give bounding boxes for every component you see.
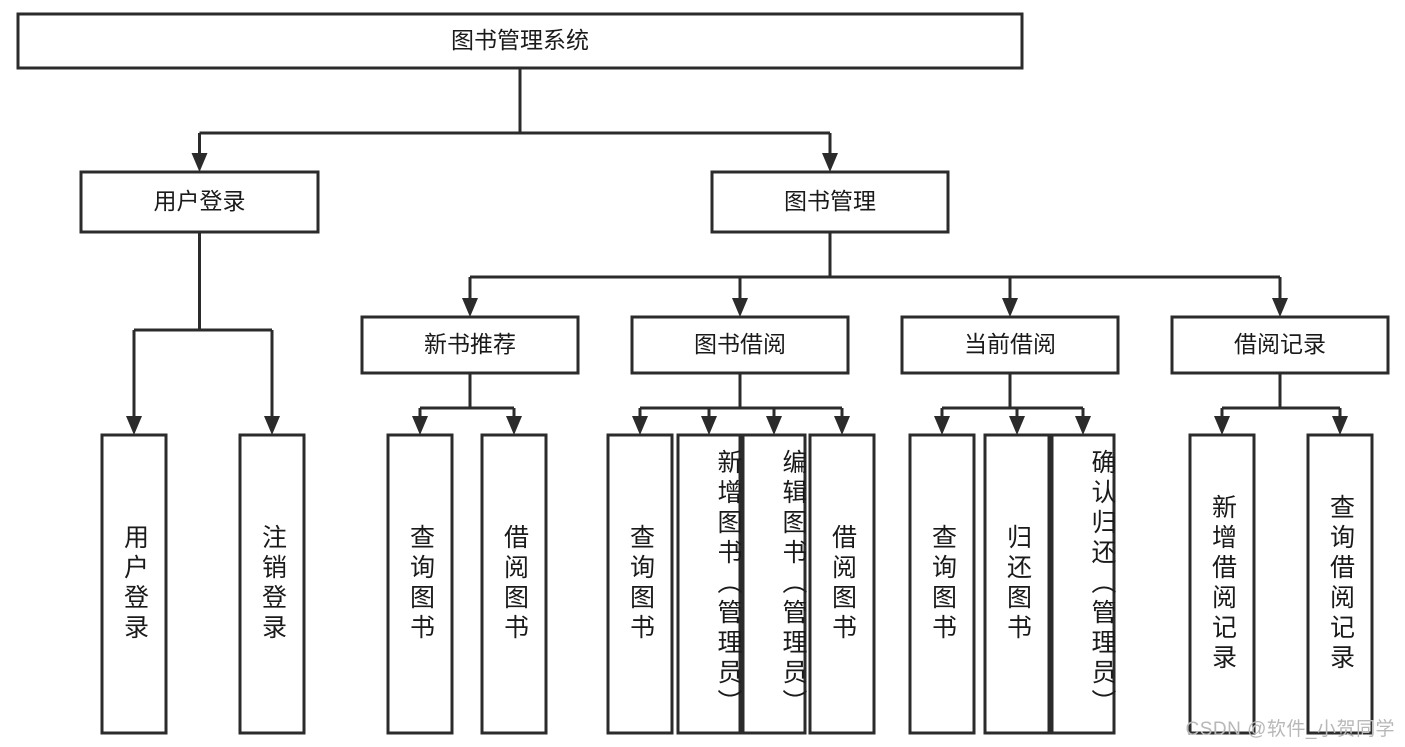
node-leaf-0-box[interactable] (100, 433, 168, 735)
node-leaf-8-box[interactable] (908, 433, 976, 735)
node-leaf-6[interactable] (741, 433, 807, 735)
node-level3-3-box[interactable] (1170, 315, 1390, 375)
node-leaf-3[interactable] (480, 433, 548, 735)
leaf-connector-7-arrowhead (834, 416, 850, 435)
connector-layer (126, 68, 1348, 435)
node-level2-1-box[interactable] (710, 170, 950, 234)
node-leaf-7[interactable] (808, 433, 876, 735)
node-level3-3[interactable] (1170, 315, 1390, 375)
node-level3-2[interactable] (900, 315, 1120, 375)
node-level2-0-label: 用户登录 (154, 188, 246, 214)
node-leaf-5[interactable] (676, 433, 742, 735)
node-root-label: 图书管理系统 (451, 27, 589, 53)
level3-connector-0-arrowhead (462, 298, 478, 317)
node-level3-0[interactable] (360, 315, 580, 375)
leaf-connector-9-arrowhead (1009, 416, 1025, 435)
node-level2-0-box[interactable] (79, 170, 320, 234)
node-root-box[interactable] (16, 12, 1024, 70)
node-leaf-3-box[interactable] (480, 433, 548, 735)
level2-connector-0-arrowhead (191, 153, 208, 172)
node-level3-2-label: 当前借阅 (964, 331, 1056, 357)
node-box-layer (16, 12, 1390, 735)
watermark-text: CSDN @软件_小贺同学 (1185, 719, 1395, 740)
node-level3-2-box[interactable] (900, 315, 1120, 375)
level3-connector-3-arrowhead (1272, 298, 1288, 317)
leaf-connector-4-arrowhead (632, 416, 648, 435)
leaf-connector-2-arrowhead (412, 416, 428, 435)
node-level3-0-box[interactable] (360, 315, 580, 375)
node-leaf-4[interactable] (606, 433, 674, 735)
leaf-connector-11-arrowhead (1214, 416, 1230, 435)
node-leaf-8[interactable] (908, 433, 976, 735)
level2-connector-1-arrowhead (822, 153, 838, 172)
node-leaf-6-box[interactable] (741, 433, 807, 735)
node-leaf-5-box[interactable] (676, 433, 742, 735)
leaf-connector-8-arrowhead (934, 416, 950, 435)
node-leaf-9-box[interactable] (983, 433, 1051, 735)
node-leaf-1-box[interactable] (238, 433, 306, 735)
node-leaf-0[interactable] (100, 433, 168, 735)
node-level2-1[interactable] (710, 170, 950, 234)
node-level2-0[interactable] (79, 170, 320, 234)
node-leaf-2[interactable] (386, 433, 454, 735)
leaf-connector-5-arrowhead (701, 416, 717, 435)
node-leaf-11[interactable] (1188, 433, 1256, 735)
leaf-connector-1-arrowhead (264, 416, 280, 435)
node-leaf-4-box[interactable] (606, 433, 674, 735)
node-leaf-10[interactable] (1050, 433, 1116, 735)
node-leaf-12-box[interactable] (1306, 433, 1374, 735)
node-leaf-9[interactable] (983, 433, 1051, 735)
node-leaf-7-box[interactable] (808, 433, 876, 735)
node-leaf-10-box[interactable] (1050, 433, 1116, 735)
leaf-connector-12-arrowhead (1332, 416, 1348, 435)
node-level3-3-label: 借阅记录 (1234, 331, 1326, 357)
node-level3-1-label: 图书借阅 (694, 331, 786, 357)
node-level2-1-label: 图书管理 (784, 188, 876, 214)
node-root[interactable] (16, 12, 1024, 70)
leaf-connector-10-arrowhead (1075, 416, 1091, 435)
node-leaf-2-box[interactable] (386, 433, 454, 735)
node-leaf-11-box[interactable] (1188, 433, 1256, 735)
leaf-connector-3-arrowhead (506, 416, 522, 435)
node-leaf-1[interactable] (238, 433, 306, 735)
level3-connector-2-arrowhead (1002, 298, 1018, 317)
leaf-connector-0-arrowhead (126, 416, 142, 435)
node-level3-0-label: 新书推荐 (424, 331, 516, 357)
level3-connector-1-arrowhead (732, 298, 748, 317)
leaf-connector-6-arrowhead (766, 416, 782, 435)
node-leaf-12[interactable] (1306, 433, 1374, 735)
node-level3-1-box[interactable] (630, 315, 850, 375)
node-level3-1[interactable] (630, 315, 850, 375)
